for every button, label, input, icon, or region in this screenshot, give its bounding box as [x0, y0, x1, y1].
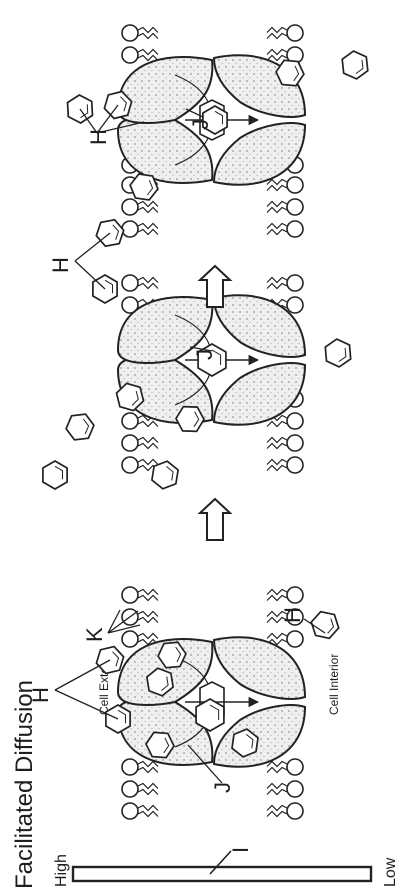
phospholipid [267, 275, 303, 291]
phospholipid [122, 435, 158, 451]
gradient-low-label: Low [382, 857, 399, 887]
solute-molecule [342, 51, 368, 79]
solute-molecule [176, 407, 204, 432]
phospholipid [122, 609, 158, 625]
label-j-1: J [210, 782, 235, 793]
stage-2 [43, 275, 351, 489]
solute-molecule [276, 60, 304, 85]
stage-arrow-1 [200, 499, 230, 540]
solute-molecule [152, 461, 178, 489]
phospholipid [267, 803, 303, 819]
cell-interior-label: Cell Interior [327, 654, 341, 715]
gradient-marker-label: I [228, 847, 253, 853]
label-j-3: J [188, 119, 213, 130]
gradient-bar [73, 867, 371, 881]
label-h-2: H [280, 607, 305, 623]
phospholipid [122, 803, 158, 819]
concentration-gradient: High Low I [53, 847, 399, 887]
phospholipid [267, 435, 303, 451]
phospholipid [122, 221, 158, 237]
label-k: K [82, 627, 107, 642]
label-h-1: H [28, 687, 53, 703]
stage-3 [68, 25, 368, 303]
gradient-high-label: High [53, 854, 70, 887]
phospholipid [122, 199, 158, 215]
phospholipid [267, 781, 303, 797]
phospholipid [267, 587, 303, 603]
solute-molecule [66, 414, 94, 440]
label-j-2: J [192, 349, 217, 360]
diagram-title: Facilitated Diffusion [11, 680, 38, 889]
phospholipid [267, 177, 303, 193]
phospholipid [267, 199, 303, 215]
phospholipid [267, 221, 303, 237]
phospholipid [267, 759, 303, 775]
label-h-3: H [48, 257, 73, 273]
solute-in-binding-site [196, 699, 224, 731]
phospholipid [122, 587, 158, 603]
phospholipid [122, 25, 158, 41]
phospholipid [267, 457, 303, 473]
phospholipid [267, 25, 303, 41]
solute-molecule [43, 461, 67, 489]
phospholipid [122, 275, 158, 291]
solute-molecule [311, 612, 338, 639]
solute-molecule [325, 339, 350, 367]
phospholipid [122, 781, 158, 797]
